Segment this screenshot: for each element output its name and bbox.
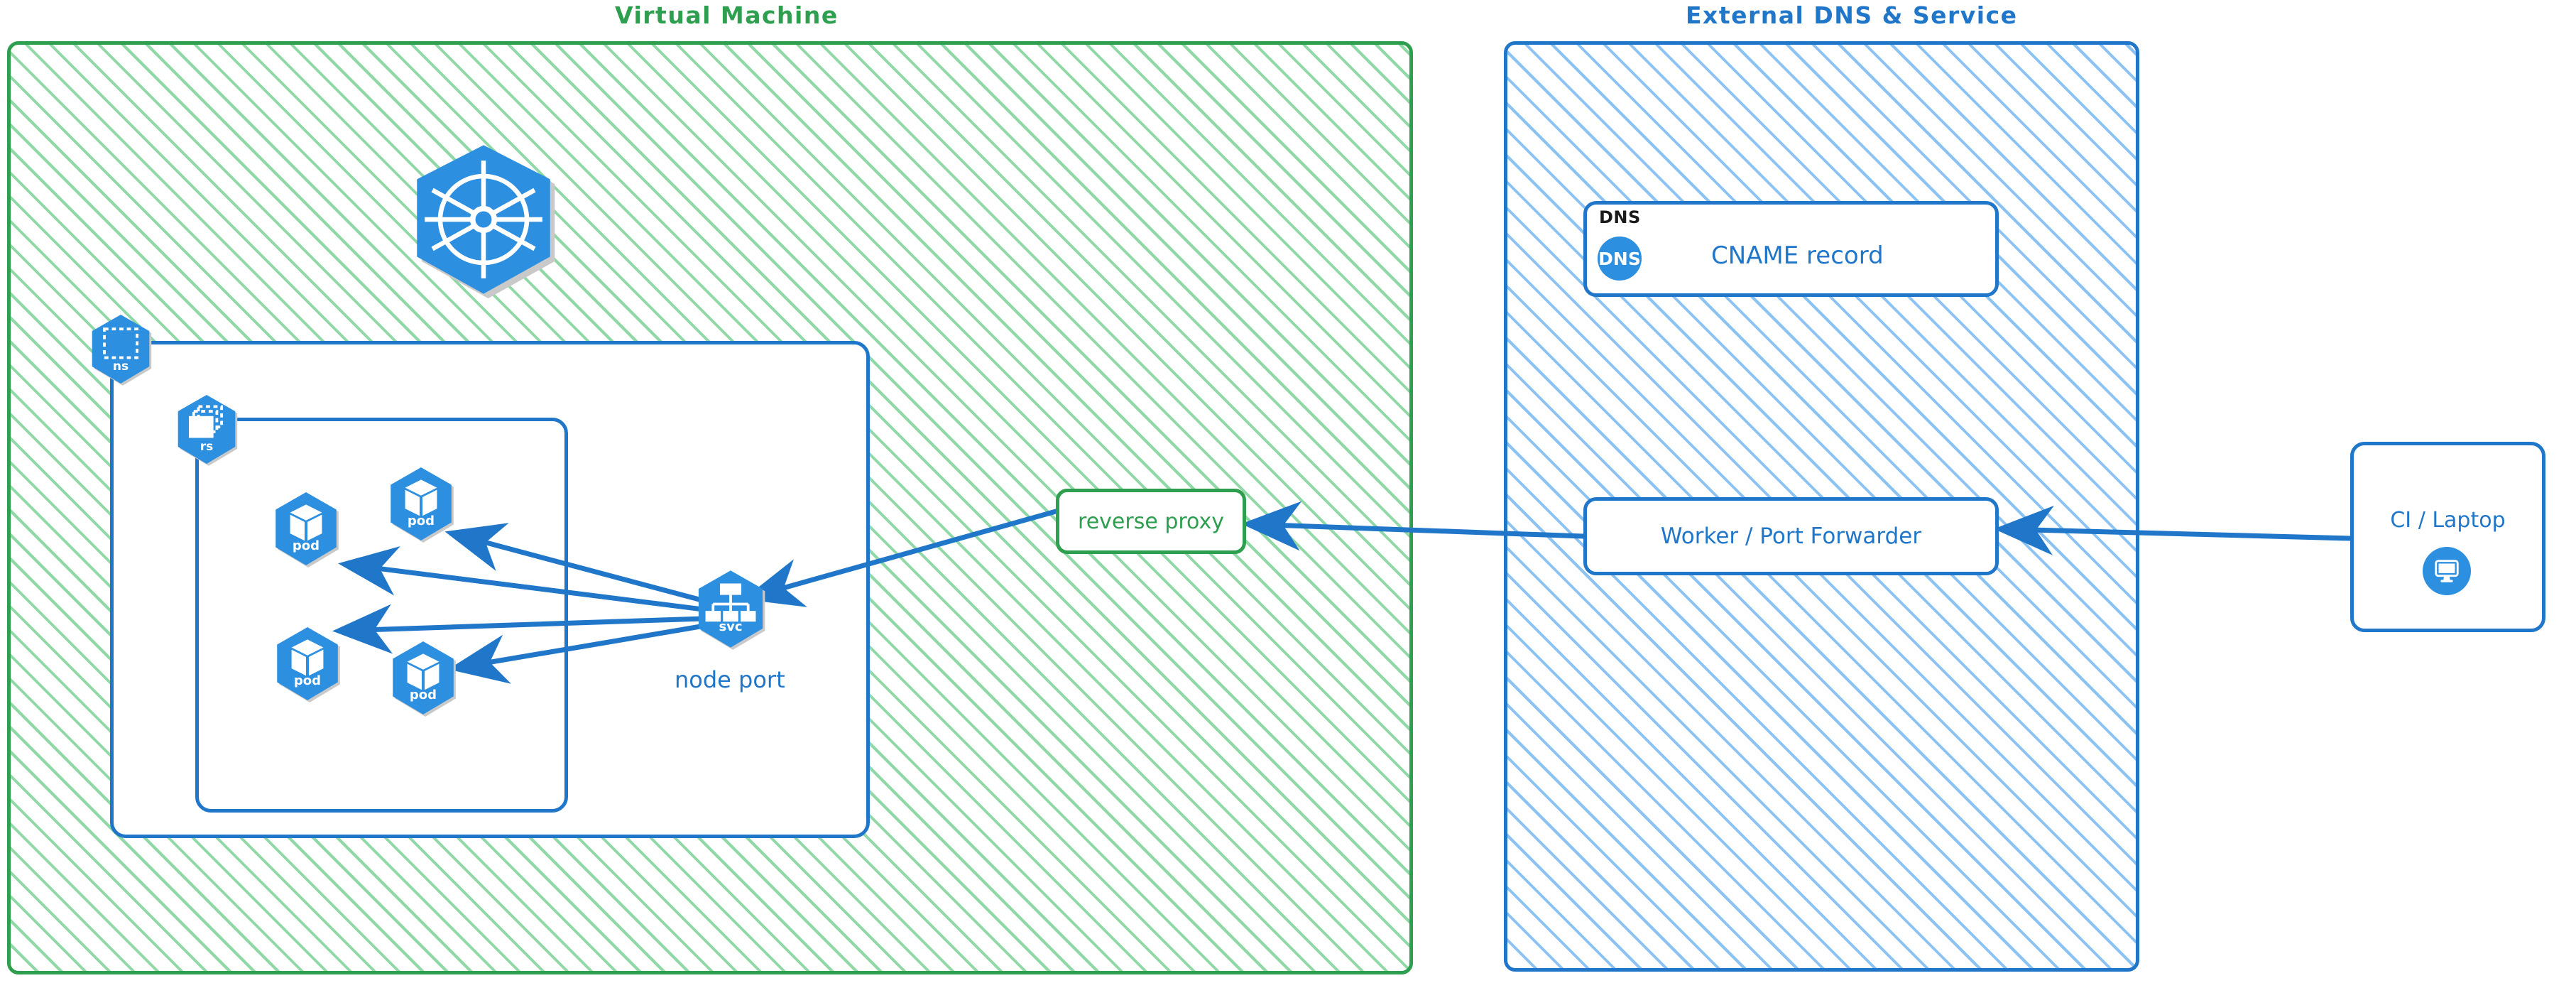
cube-icon bbox=[290, 504, 322, 541]
cube-icon bbox=[405, 479, 437, 516]
cube-icon bbox=[291, 639, 324, 676]
stacked-dashed-squares-icon bbox=[189, 405, 224, 438]
desktop-monitor-icon bbox=[2423, 547, 2471, 595]
dns-card[interactable] bbox=[1583, 201, 1999, 297]
hierarchy-tree-icon bbox=[705, 583, 756, 622]
node-port-caption: node port bbox=[675, 666, 785, 693]
namespace-badge: ns bbox=[87, 313, 155, 386]
pod-node-2[interactable]: pod bbox=[385, 465, 457, 543]
ci-laptop-box[interactable] bbox=[2350, 442, 2545, 632]
replicaset-badge: rs bbox=[173, 393, 241, 467]
reverse-proxy-box[interactable]: reverse proxy bbox=[1056, 489, 1246, 554]
worker-port-forwarder-box[interactable]: Worker / Port Forwarder bbox=[1583, 497, 1999, 575]
cname-record-label: CNAME record bbox=[1711, 241, 1884, 270]
pod-node-1[interactable]: pod bbox=[270, 490, 342, 568]
virtual-machine-panel-title: Virtual Machine bbox=[615, 1, 839, 29]
dns-badge-icon: DNS bbox=[1598, 237, 1642, 281]
worker-port-forwarder-label: Worker / Port Forwarder bbox=[1660, 523, 1922, 549]
external-dns-service-panel-title: External DNS & Service bbox=[1686, 1, 2018, 29]
replicaset-container bbox=[195, 418, 568, 813]
dns-card-kicker: DNS bbox=[1599, 207, 1641, 227]
service-node[interactable]: svc bbox=[692, 568, 769, 651]
pod-node-3[interactable]: pod bbox=[271, 625, 344, 703]
reverse-proxy-label: reverse proxy bbox=[1078, 509, 1224, 534]
kubernetes-logo bbox=[406, 142, 561, 299]
pod-node-4[interactable]: pod bbox=[387, 639, 459, 717]
cube-icon bbox=[407, 653, 440, 690]
dashed-square-icon bbox=[103, 327, 138, 359]
ci-laptop-label: CI / Laptop bbox=[2390, 508, 2506, 533]
